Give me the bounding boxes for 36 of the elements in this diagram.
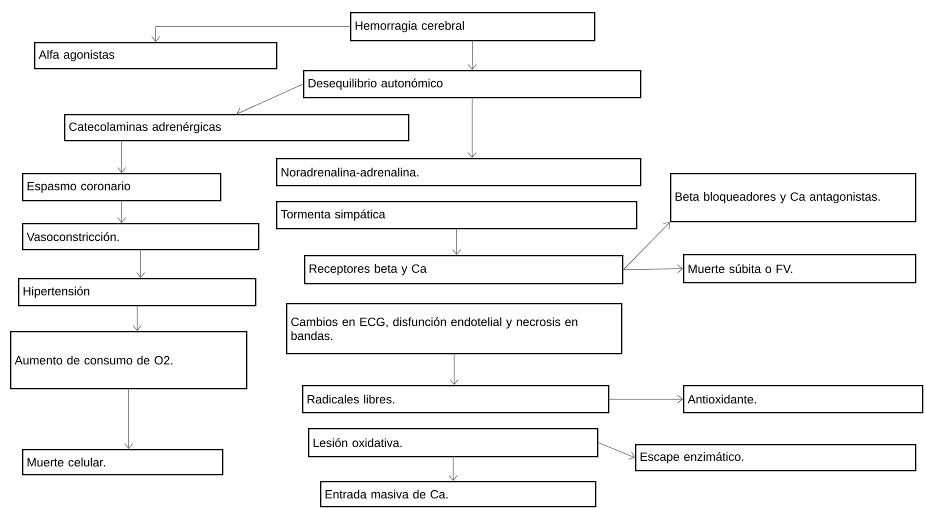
process-box: Lesión oxidativa. <box>308 428 598 458</box>
process-box: Tormenta simpática <box>276 201 638 230</box>
arrow <box>623 264 683 274</box>
arrow <box>236 84 304 116</box>
arrow <box>609 394 683 404</box>
process-box: Hemorragia cerebral <box>350 12 596 42</box>
process-box: Escape enzimático. <box>635 444 916 472</box>
process-box: Espasmo coronario <box>22 173 222 202</box>
process-box: Beta bloqueadores y Ca antagonistas. <box>670 173 916 222</box>
arrow <box>623 222 670 270</box>
process-box: Vasoconstricción. <box>22 223 260 250</box>
arrow <box>132 306 142 331</box>
arrow <box>117 141 126 173</box>
arrow <box>452 229 461 255</box>
arrow <box>598 442 635 460</box>
process-box: Desequilibrio autonómico <box>303 70 642 98</box>
arrow <box>124 389 133 449</box>
process-box: Receptores beta y Ca <box>304 255 624 284</box>
arrow <box>450 354 458 385</box>
arrow <box>468 98 476 158</box>
arrow <box>151 26 350 42</box>
process-box: Noradrenalina-adrenalina. <box>276 158 642 186</box>
process-box: Radicales libres. <box>302 385 610 414</box>
process-box: Muerte súbita o FV. <box>683 254 916 284</box>
process-box: Aumento de consumo de O2. <box>10 331 248 390</box>
process-box: Muerte celular. <box>22 449 224 476</box>
arrow <box>136 250 145 278</box>
process-box: Antioxidante. <box>683 385 924 414</box>
process-box: Entrada masiva de Ca. <box>320 481 596 508</box>
process-box: Hipertensión <box>18 278 256 306</box>
arrow <box>448 457 458 481</box>
arrow <box>468 41 477 70</box>
arrow <box>117 201 126 223</box>
process-box: Cambios en ECG, disfunción endotelial y necrosis en bandas. <box>286 303 622 354</box>
process-box: Catecolaminas adrenérgicas <box>64 114 410 142</box>
process-box: Alfa agonistas <box>34 42 278 70</box>
